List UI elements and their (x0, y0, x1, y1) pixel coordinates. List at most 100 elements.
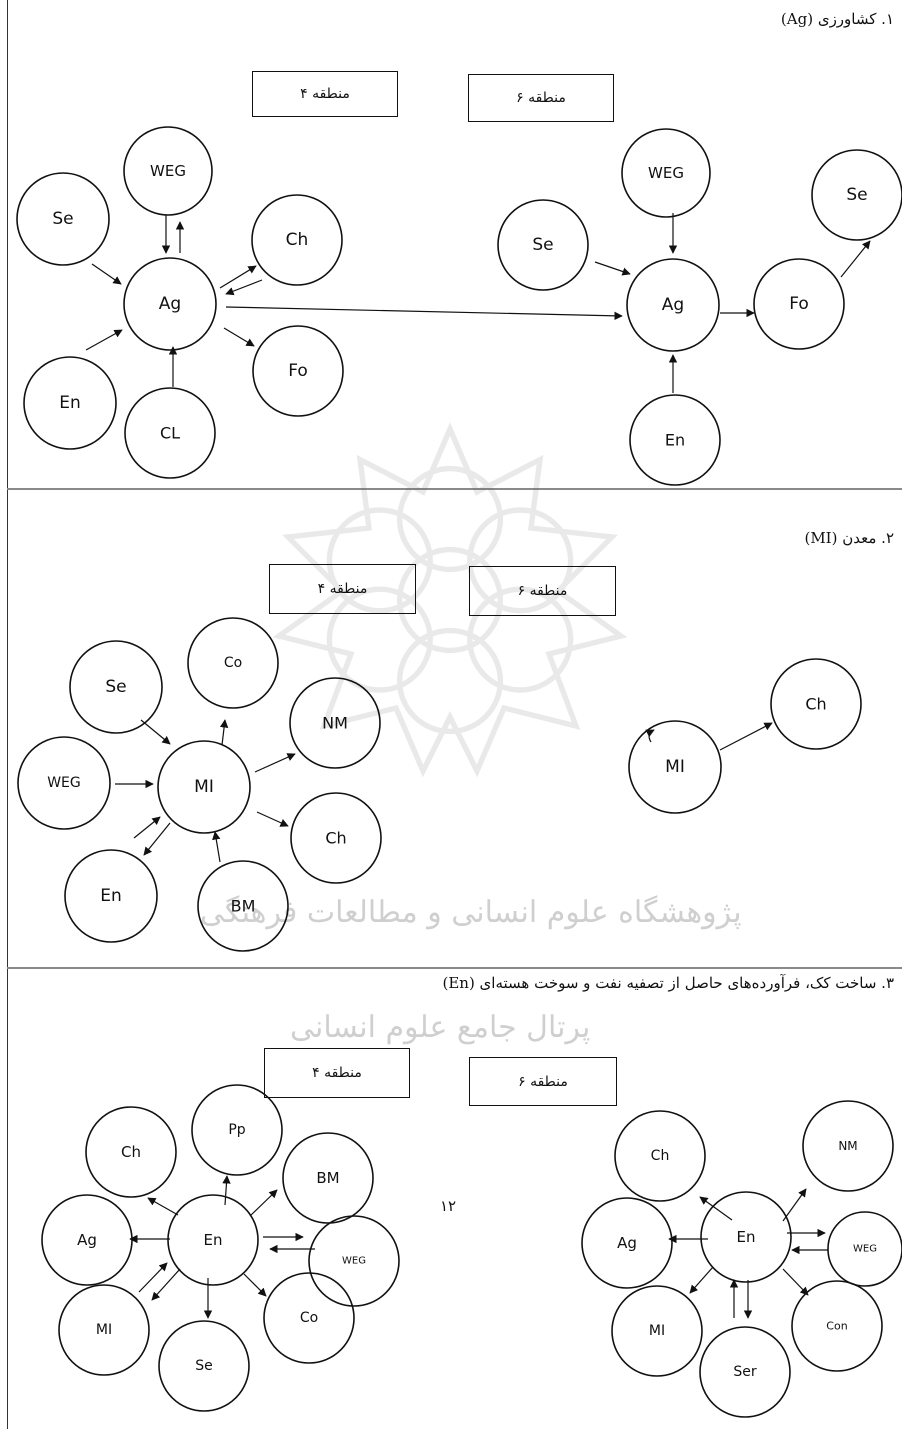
svg-text:Ag: Ag (662, 295, 684, 315)
svg-text:Se: Se (105, 677, 126, 697)
page-number: ۱۲ (440, 1197, 457, 1215)
section-divider-2 (7, 967, 902, 969)
svg-text:Ser: Ser (733, 1364, 757, 1380)
svg-text:MI: MI (665, 757, 685, 777)
svg-text:Ch: Ch (121, 1143, 141, 1161)
svg-text:Co: Co (300, 1310, 318, 1326)
diagram-node: Ser (699, 1326, 791, 1418)
svg-text:Se: Se (846, 185, 867, 205)
watermark-text: پرتال جامع علوم انسانی (290, 1010, 591, 1045)
diagram-node: NM (289, 677, 381, 769)
svg-text:WEG: WEG (648, 164, 684, 182)
left-border (7, 0, 8, 1429)
svg-text:Ch: Ch (325, 829, 346, 848)
diagram-node: WEG (308, 1215, 400, 1307)
section-2-edges (115, 719, 773, 863)
diagram-node: Pp (191, 1084, 283, 1176)
svg-text:NM: NM (838, 1139, 857, 1153)
svg-text:BM: BM (231, 897, 256, 916)
diagram-node: Se (158, 1320, 250, 1412)
svg-text:Ag: Ag (617, 1234, 637, 1252)
svg-text:WEG: WEG (47, 775, 81, 791)
svg-text:MI: MI (194, 777, 214, 797)
diagram-node: Ch (290, 792, 382, 884)
svg-text:Ch: Ch (651, 1148, 670, 1164)
diagram-node: En (700, 1191, 792, 1283)
diagram-node: BM (197, 860, 289, 952)
watermark-rosette-icon (272, 422, 628, 778)
svg-text:En: En (204, 1231, 223, 1249)
svg-text:Fo: Fo (288, 361, 308, 381)
diagram-node: WEG (827, 1211, 902, 1287)
svg-text:WEG: WEG (853, 1244, 877, 1255)
svg-text:MI: MI (96, 1322, 112, 1338)
diagram-node: Fo (252, 325, 344, 417)
svg-text:Se: Se (532, 235, 553, 255)
svg-text:CL: CL (160, 424, 180, 443)
diagram-node: En (23, 356, 117, 450)
svg-text:Ch: Ch (286, 230, 309, 250)
diagram-node: Ch (770, 658, 862, 750)
region-box-6: منطقه ۶ (469, 1057, 617, 1106)
section-3-right-edges (668, 1188, 828, 1319)
svg-text:BM: BM (316, 1169, 339, 1187)
svg-text:Ag: Ag (159, 294, 181, 314)
diagram-node: Con (791, 1280, 883, 1372)
diagram-node: MI (611, 1285, 703, 1377)
diagram-node: Co (187, 617, 279, 709)
diagram-node: En (629, 394, 721, 486)
diagram-node: Se (16, 172, 110, 266)
region-box-6: منطقه ۶ (468, 74, 614, 122)
watermark-text: پژوهشگاه علوم انسانی و مطالعات فرهنگی (200, 895, 742, 930)
svg-text:Co: Co (224, 655, 242, 671)
diagram-node: En (167, 1194, 259, 1286)
section-title: ۲. معدن (MI) (804, 529, 894, 547)
svg-text:Con: Con (826, 1320, 847, 1333)
diagram-node: Ch (85, 1106, 177, 1198)
diagram-node: Ag (626, 258, 720, 352)
diagram-node: En (64, 849, 158, 943)
diagram-node: MI (58, 1284, 150, 1376)
diagram-node: WEG (123, 126, 213, 216)
svg-text:Ch: Ch (805, 695, 826, 714)
region-box-4: منطقه ۴ (252, 71, 398, 117)
svg-text:En: En (737, 1228, 756, 1246)
diagram-node: WEG (17, 736, 111, 830)
section-1-edges (85, 213, 871, 393)
section-title: ۳. ساخت کک، فرآورده‌های حاصل از تصفیه نف… (442, 974, 894, 992)
diagram-node: Ch (614, 1110, 706, 1202)
svg-text:Pp: Pp (228, 1122, 245, 1138)
svg-text:En: En (59, 393, 81, 413)
diagram-node: Co (263, 1272, 355, 1364)
diagram-node: Se (69, 640, 163, 734)
diagram-node: BM (282, 1132, 374, 1224)
svg-text:Ag: Ag (77, 1231, 97, 1249)
svg-text:Se: Se (52, 209, 73, 229)
region-box-6: منطقه ۶ (469, 566, 616, 616)
diagram-node: CL (124, 387, 216, 479)
diagram-node: Fo (753, 258, 845, 350)
section-divider-1 (7, 488, 902, 490)
diagram-node: Ag (581, 1197, 673, 1289)
diagram-node: Ch (251, 194, 343, 286)
svg-text:MI: MI (649, 1323, 665, 1339)
svg-text:Fo: Fo (789, 294, 809, 314)
svg-text:En: En (665, 431, 685, 450)
diagram-node: Se (497, 199, 589, 291)
svg-text:Se: Se (195, 1358, 213, 1374)
svg-text:NM: NM (322, 714, 348, 733)
diagram-node: WEG (621, 128, 711, 218)
diagram-node: Se (811, 149, 902, 241)
svg-text:En: En (100, 886, 122, 906)
diagram-node: MI (157, 740, 251, 834)
diagram-node: NM (802, 1100, 894, 1192)
section-title: ۱. کشاورزی (Ag) (780, 10, 894, 28)
diagram-node: Ag (41, 1194, 133, 1286)
diagram-node: MI (628, 720, 722, 814)
svg-text:WEG: WEG (150, 162, 186, 180)
diagram-node: Ag (123, 257, 217, 351)
region-box-4: منطقه ۴ (264, 1048, 410, 1098)
region-box-4: منطقه ۴ (269, 564, 416, 614)
